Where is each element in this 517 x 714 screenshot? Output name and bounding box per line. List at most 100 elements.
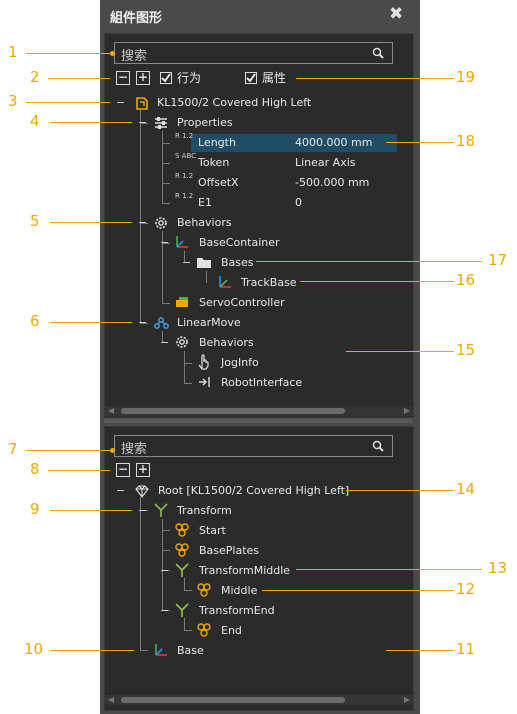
tree-line — [162, 231, 163, 303]
callout-line — [386, 650, 454, 651]
expand-all-button[interactable]: + — [136, 462, 150, 477]
property-name[interactable]: OffsetX — [198, 176, 239, 189]
property-value[interactable]: -500.000 mm — [295, 176, 370, 189]
callout-number: 5 — [30, 212, 40, 230]
robot-interface-label[interactable]: RobotInterface — [221, 376, 303, 389]
collapse-toggle[interactable]: − — [182, 256, 192, 269]
tree-line — [162, 303, 170, 304]
collapse-toggle[interactable]: − — [160, 564, 170, 577]
callout-line — [50, 322, 132, 323]
tree-line — [140, 650, 148, 651]
real-type-icon: R 1.2 — [175, 172, 194, 180]
tree-line — [184, 351, 185, 383]
bases-label[interactable]: Bases — [221, 256, 254, 269]
close-icon[interactable]: ✖ — [389, 4, 404, 24]
horizontal-scrollbar[interactable]: ◀ ▶ — [105, 695, 413, 705]
callout-number: 18 — [456, 132, 476, 150]
transform-node-label[interactable]: Transform — [177, 504, 232, 517]
base-container-label[interactable]: BaseContainer — [199, 236, 280, 249]
tree-line — [184, 363, 192, 364]
callout-number: 10 — [24, 640, 44, 658]
jog-info-label[interactable]: JogInfo — [221, 356, 259, 369]
search-icon[interactable] — [372, 47, 384, 59]
pane-splitter[interactable] — [104, 419, 412, 423]
baseplates-label[interactable]: BasePlates — [199, 544, 260, 557]
tree-line — [184, 590, 192, 591]
tree-root-label[interactable]: KL1500/2 Covered High Left — [157, 96, 312, 109]
transform-middle-label[interactable]: TransformMiddle — [199, 564, 291, 577]
tree-root-label[interactable]: Root [KL1500/2 Covered High Left] — [158, 484, 350, 497]
base-label[interactable]: Base — [177, 644, 204, 657]
tree-line — [184, 630, 192, 631]
lower-tree-pane: 搜索 − + − Root [KL1500/2 Covered High Lef… — [104, 426, 414, 711]
property-value[interactable]: 0 — [295, 196, 302, 209]
collapse-toggle[interactable]: − — [160, 604, 170, 617]
transform-icon — [175, 563, 189, 577]
diamond-icon — [135, 485, 149, 498]
gear-icon — [176, 336, 188, 348]
search-input-lower[interactable]: 搜索 — [114, 435, 393, 457]
scroll-right-icon[interactable]: ▶ — [403, 695, 410, 704]
tree-line — [162, 203, 170, 204]
properties-icon — [155, 117, 167, 129]
property-name[interactable]: Token — [198, 156, 230, 169]
properties-filter-label: 属性 — [262, 71, 287, 85]
callout-line — [26, 450, 112, 451]
properties-node-label[interactable]: Properties — [177, 116, 233, 129]
folder-icon — [197, 258, 211, 268]
feature-node-icon — [197, 583, 211, 597]
behaviors-node-label[interactable]: Behaviors — [199, 336, 254, 349]
collapse-all-button[interactable]: − — [116, 70, 130, 85]
callout-dot — [110, 448, 115, 453]
behaviors-filter-label: 行为 — [177, 71, 202, 85]
callout-number: 4 — [30, 112, 40, 130]
behaviors-node-label[interactable]: Behaviors — [177, 216, 232, 229]
property-value[interactable]: Linear Axis — [295, 156, 356, 169]
callout-line — [50, 222, 132, 223]
start-label[interactable]: Start — [199, 524, 226, 537]
collapse-toggle[interactable]: − — [138, 216, 148, 229]
collapse-toggle[interactable]: − — [138, 116, 148, 129]
transform-icon — [175, 603, 189, 617]
behaviors-checkbox[interactable] — [160, 72, 172, 84]
tree-line — [140, 109, 141, 324]
collapse-toggle[interactable]: − — [138, 504, 148, 517]
end-label[interactable]: End — [221, 624, 242, 637]
property-name[interactable]: E1 — [198, 196, 212, 209]
check-icon — [246, 73, 256, 83]
callout-line — [50, 650, 134, 651]
scroll-right-icon[interactable]: ▶ — [403, 406, 410, 415]
transform-end-label[interactable]: TransformEnd — [199, 604, 275, 617]
panel-titlebar: 組件图形 ✖ — [100, 0, 420, 32]
expand-all-button[interactable]: + — [136, 70, 150, 85]
callout-number: 8 — [30, 460, 40, 478]
collapse-all-button[interactable]: − — [116, 462, 130, 477]
property-name[interactable]: Length — [198, 136, 236, 149]
tree-line — [140, 510, 148, 511]
scroll-left-icon[interactable]: ◀ — [108, 406, 115, 415]
upper-tree-pane: 搜索 − + 行为 属性 — [104, 33, 414, 418]
scrollbar-thumb[interactable] — [121, 408, 345, 414]
middle-label[interactable]: Middle — [221, 584, 258, 597]
collapse-toggle[interactable]: − — [160, 236, 170, 249]
search-icon[interactable] — [372, 440, 384, 452]
linear-move-label[interactable]: LinearMove — [177, 316, 241, 329]
scrollbar-thumb[interactable] — [121, 697, 345, 703]
horizontal-scrollbar[interactable]: ◀ ▶ — [105, 406, 413, 416]
property-value[interactable]: 4000.000 mm — [295, 136, 373, 149]
scroll-left-icon[interactable]: ◀ — [108, 695, 115, 704]
tree-line — [184, 618, 185, 630]
collapse-toggle[interactable]: − — [160, 336, 170, 349]
panel-title: 組件图形 — [110, 11, 163, 26]
collapse-toggle[interactable]: − — [116, 484, 126, 497]
collapse-toggle[interactable]: − — [116, 96, 126, 109]
callout-number: 2 — [30, 68, 40, 86]
search-input-upper[interactable]: 搜索 — [114, 42, 393, 64]
properties-checkbox[interactable] — [245, 72, 257, 84]
tree-line — [162, 570, 170, 571]
callout-line — [26, 102, 110, 103]
track-base-label[interactable]: TrackBase — [241, 276, 297, 289]
tree-line — [162, 550, 170, 551]
collapse-toggle[interactable]: − — [138, 316, 148, 329]
servo-controller-label[interactable]: ServoController — [199, 296, 285, 309]
